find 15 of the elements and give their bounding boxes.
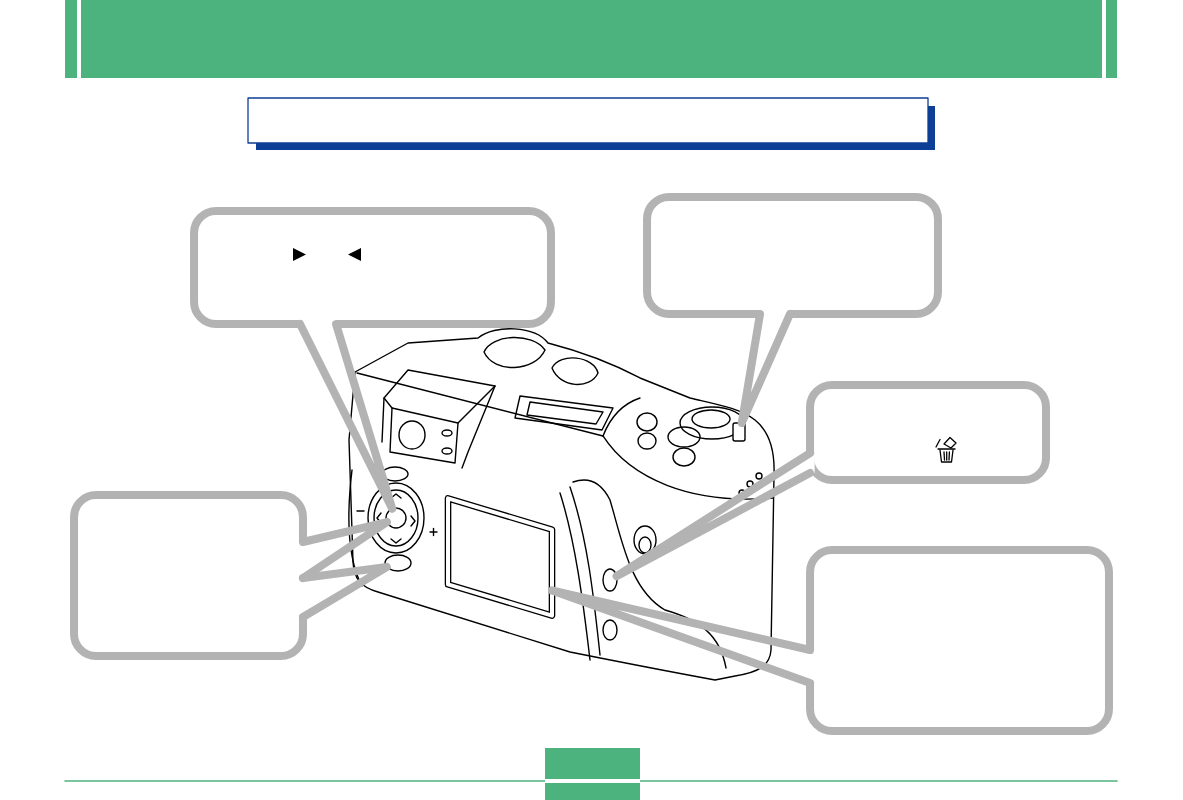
callout-pointer bbox=[296, 320, 397, 513]
side-button bbox=[602, 568, 618, 592]
button bbox=[384, 554, 412, 572]
display-screen bbox=[444, 495, 556, 619]
dial-lever bbox=[732, 422, 746, 442]
callout-pointer bbox=[612, 449, 815, 581]
callout-box bbox=[805, 546, 1113, 735]
callout-pointer bbox=[299, 563, 391, 621]
center-button bbox=[385, 507, 407, 529]
callout-box bbox=[643, 193, 942, 319]
callout-box bbox=[805, 381, 1050, 484]
callout-box bbox=[70, 491, 308, 660]
callout-box bbox=[190, 207, 555, 329]
callout-pointer bbox=[737, 310, 795, 427]
callout-pointer bbox=[548, 586, 815, 687]
